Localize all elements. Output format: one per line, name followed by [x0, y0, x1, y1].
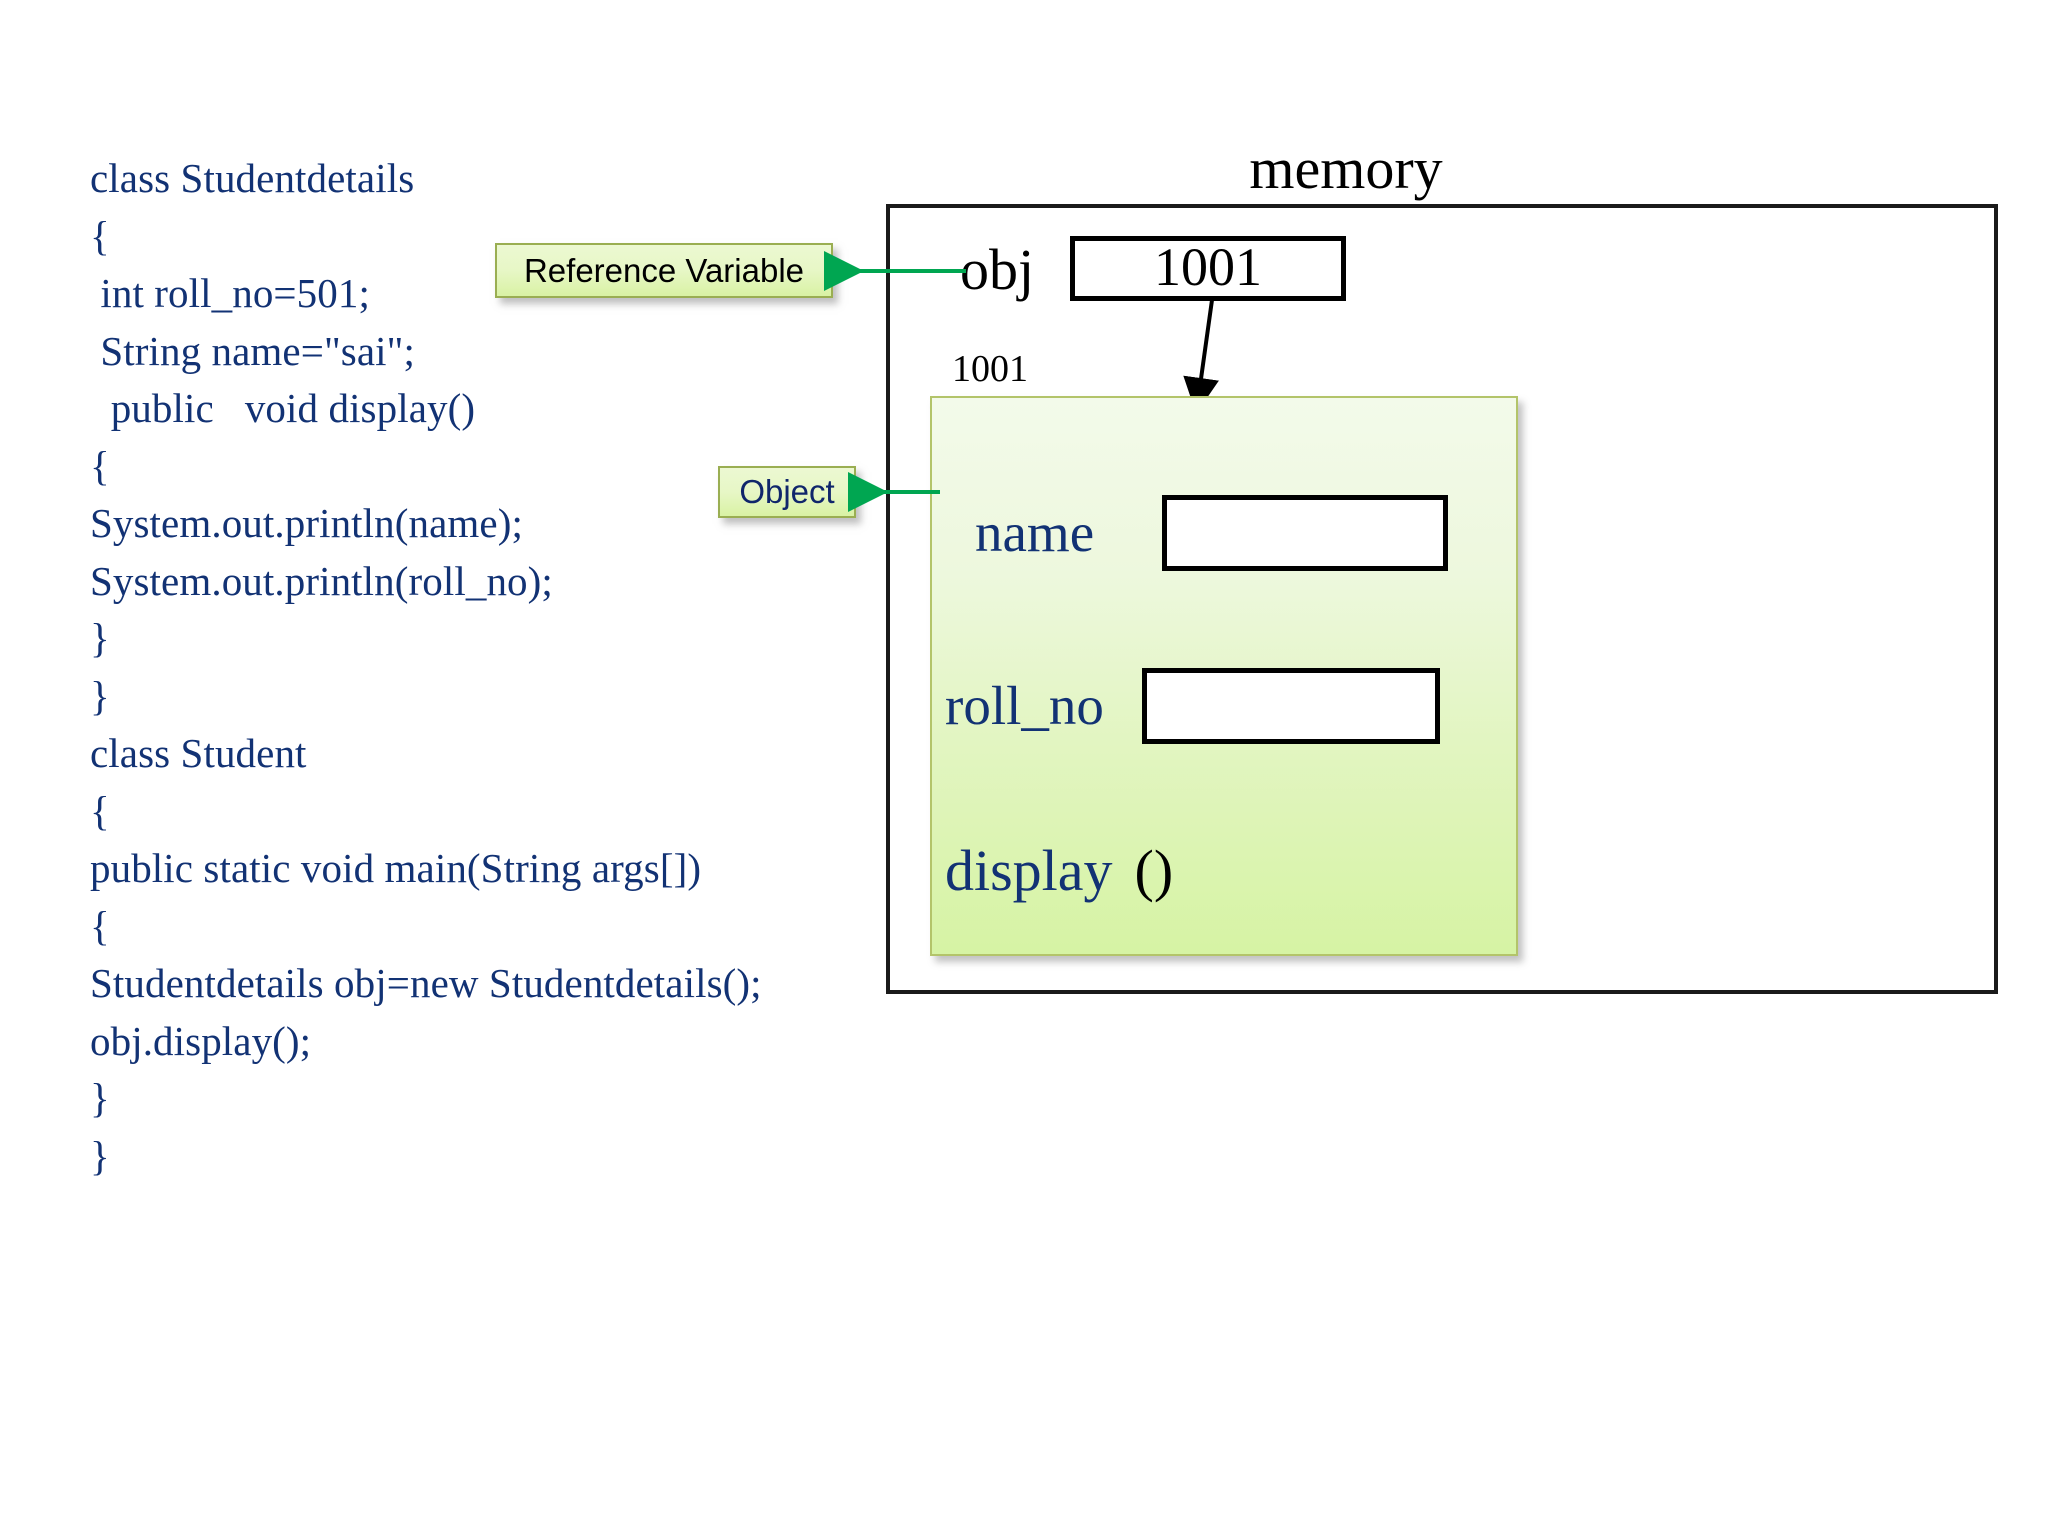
code-line: System.out.println(roll_no); — [90, 557, 553, 604]
object-field-label: roll_no — [945, 675, 1104, 736]
code-line: class Student — [90, 730, 307, 776]
code-line: Studentdetails obj=new Studentdetails(); — [90, 960, 762, 1006]
object-field-name-row: name — [975, 495, 1449, 571]
code-line: System.out.println(name); — [90, 500, 523, 546]
reference-to-object-arrow-icon — [1183, 299, 1219, 414]
reference-variable-value: 1001 — [1154, 237, 1262, 297]
heap-address-label: 1001 — [952, 348, 1028, 390]
callout-reference-variable: Reference Variable — [495, 243, 833, 298]
code-line: String name="sai"; — [90, 327, 415, 374]
reference-variable-value-box: 1001 — [1070, 236, 1346, 301]
object-field-value-box — [1141, 668, 1440, 744]
object-field-value-box — [1162, 495, 1449, 571]
callout-object: Object — [718, 466, 856, 518]
object-method-parens: () — [1134, 838, 1174, 903]
object-method-display-row: display () — [945, 840, 1173, 902]
code-line: class Studentdetails — [90, 155, 415, 201]
code-line: } — [90, 672, 110, 719]
callout-reference-variable-label: Reference Variable — [523, 251, 805, 289]
object-field-rollno-row: roll_no — [945, 668, 1440, 744]
callout-reference-connector-arrow-icon — [824, 251, 966, 291]
callout-object-label: Object — [739, 473, 835, 510]
code-line: public static void main(String args[]) — [90, 845, 702, 891]
code-line: obj.display(); — [90, 1017, 312, 1064]
code-line: } — [90, 1132, 110, 1179]
code-line: { — [90, 787, 110, 834]
memory-title: memory — [1249, 136, 1443, 201]
code-line: public void display() — [90, 385, 476, 431]
code-line: } — [90, 1075, 110, 1121]
code-line: { — [90, 212, 110, 259]
object-field-label: name — [975, 502, 1095, 563]
code-line: int roll_no=501; — [90, 270, 370, 316]
code-line: } — [90, 615, 110, 661]
code-line: { — [90, 902, 110, 949]
code-line: { — [90, 442, 110, 489]
reference-variable-label: obj — [960, 237, 1035, 302]
callout-object-connector-arrow-icon — [848, 472, 940, 512]
java-code-listing: class Studentdetails { int roll_no=501; … — [90, 150, 850, 1185]
object-method-label: display — [945, 838, 1113, 903]
